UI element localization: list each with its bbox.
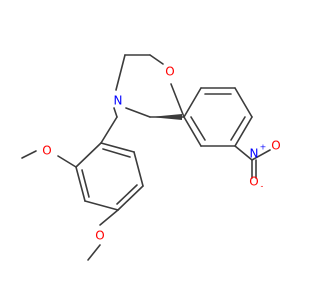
nitro-oxygen-bottom-label: O	[249, 175, 258, 189]
bond-aryl-double-2	[116, 184, 138, 205]
atom-labels: O N O O N + O O -	[42, 65, 280, 243]
benzyl-linker-bonds	[100, 107, 118, 144]
stereo-wedge-bond	[150, 114, 182, 120]
molecule-structure-diagram: O N O O N + O O -	[21, 54, 281, 261]
bond-aryl-4	[117, 185, 144, 211]
ring-nitrogen-label: N	[114, 94, 123, 108]
methoxy-oxygen-lower-label: O	[95, 229, 104, 243]
bond-np-double-2	[230, 116, 246, 141]
bond-np-6	[183, 116, 202, 147]
nitro-oxygen-top-label: O	[271, 139, 280, 153]
bond-aryl-double-3	[102, 148, 131, 158]
bond-nitro-o-top	[251, 149, 271, 161]
bond-morpholine-6	[115, 54, 126, 91]
bond-aryl-o-upper	[57, 155, 77, 168]
bond-o-me-upper	[21, 150, 37, 159]
nitrophenyl-ring-bonds	[183, 87, 253, 147]
upper-methoxy-bonds	[21, 150, 77, 168]
nitro-oxygen-bottom-charge: -	[261, 182, 264, 191]
molecule-drawing: O N O O N + O O -	[21, 54, 281, 261]
bond-aryl-nitro	[234, 145, 253, 161]
bond-ch2-aryl	[100, 116, 118, 144]
nitro-nitrogen-charge: +	[260, 143, 267, 152]
bond-morpholine-5	[125, 107, 151, 118]
bond-aryl-6	[100, 142, 135, 153]
bond-n-ch2	[113, 107, 118, 118]
bond-np-3	[234, 87, 253, 118]
bond-np-4	[234, 116, 253, 147]
ring-oxygen-label: O	[165, 65, 174, 79]
nitro-nitrogen-label: N	[250, 147, 259, 161]
methoxy-oxygen-upper-label: O	[42, 144, 51, 158]
bond-aryl-3	[84, 200, 119, 211]
bond-aryl-o-lower	[99, 209, 119, 226]
bond-morpholine-3	[170, 83, 185, 118]
lower-methoxy-bonds	[87, 209, 119, 261]
nitro-group-bonds	[234, 145, 271, 179]
bond-aryl-1	[75, 142, 102, 168]
bond-aryl-double-1	[81, 169, 90, 198]
bond-np-1	[183, 87, 202, 118]
dimethoxyphenyl-ring-bonds	[75, 142, 144, 211]
bond-morpholine-2	[149, 54, 164, 65]
bond-aryl-5	[133, 151, 144, 187]
bond-o-me-lower	[87, 244, 101, 261]
bond-aryl-2	[75, 166, 86, 202]
bond-np-double-3	[190, 116, 206, 141]
